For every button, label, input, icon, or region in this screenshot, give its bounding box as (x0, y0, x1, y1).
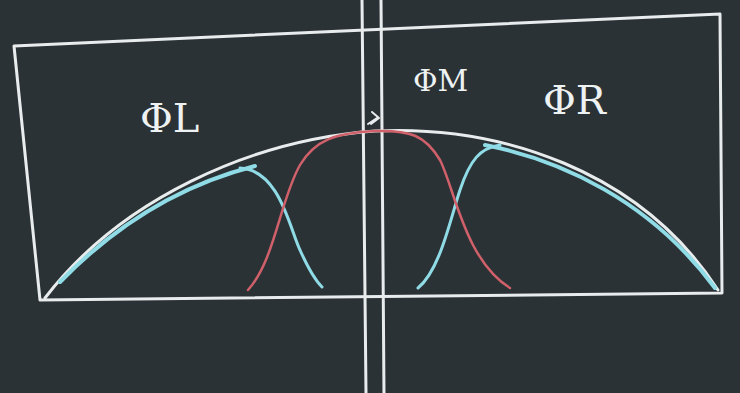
envelope-arc (45, 130, 718, 298)
small-arrow (368, 112, 379, 124)
middle-wave (248, 131, 510, 290)
barrier-line (362, 0, 384, 393)
frame (14, 14, 722, 300)
wavefunction-label: ΦR (543, 80, 606, 120)
left-wave (240, 168, 322, 287)
right-arc (485, 145, 715, 288)
wavefunction-label: ΦM (413, 66, 468, 96)
wavefunction-label: ΦL (140, 98, 199, 138)
left-arc (60, 166, 255, 282)
